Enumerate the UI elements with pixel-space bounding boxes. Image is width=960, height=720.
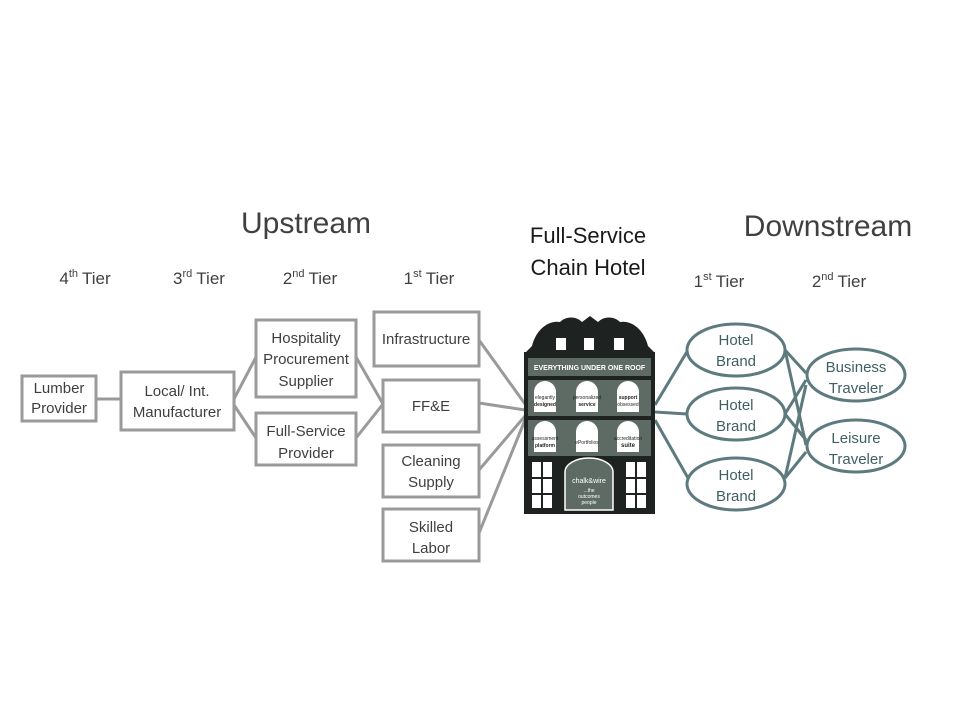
node-label: Hospitality	[271, 330, 341, 347]
node-label: Hotel	[718, 332, 753, 349]
window-text: suite	[621, 443, 636, 449]
banner-panel	[528, 358, 651, 376]
downstream-connectors	[653, 348, 808, 479]
window-text: accreditation	[614, 436, 643, 442]
window-text: ePortfolios	[575, 440, 599, 446]
edge-cleaning-hotel	[477, 415, 527, 471]
node-label: Traveler	[829, 451, 883, 468]
node-label: Brand	[716, 488, 756, 505]
edge-manufacturer-procurement	[232, 356, 258, 400]
door-tagline: outcomes	[578, 494, 600, 500]
upstream-connectors	[96, 339, 527, 534]
node-label: Labor	[412, 540, 450, 557]
node-ffe: FF&E	[381, 378, 481, 434]
window-arch	[576, 381, 598, 412]
node-label: Skilled	[409, 519, 453, 536]
roof-window	[584, 338, 594, 350]
node-label: Procurement	[263, 351, 350, 368]
node-lumber-provider: Lumber Provider	[20, 374, 98, 423]
window-text: personalized	[573, 395, 602, 401]
edge-hotel-brand1	[653, 349, 690, 406]
edge-hotel-brand3	[653, 419, 690, 479]
edge-fullservice-ffe	[354, 403, 385, 439]
edge-hotel-brand2	[654, 410, 688, 416]
edge-brand3-leisure	[783, 451, 808, 479]
door-tagline: ...the	[583, 488, 594, 494]
door-logo-text: chalk&wire	[572, 478, 606, 485]
node-label: Hotel	[718, 397, 753, 414]
node-label: Cleaning	[401, 453, 460, 470]
node-manufacturer: Local/ Int. Manufacturer	[119, 370, 236, 432]
window-text: support	[619, 395, 638, 401]
node-cleaning-supply: Cleaning Supply	[381, 443, 481, 499]
node-skilled-labor: Skilled Labor	[381, 507, 481, 563]
window-arch	[534, 381, 556, 412]
node-label: Supply	[408, 474, 454, 491]
window-arch	[617, 381, 639, 412]
roof-window	[614, 338, 624, 350]
node-label: Manufacturer	[133, 404, 221, 421]
hotel-building-icon: EVERYTHING UNDER ONE ROOF elegantly desi…	[524, 316, 655, 514]
window-arch	[617, 421, 639, 452]
node-label: Lumber	[34, 380, 85, 397]
node-hotel-brand-2: Hotel Brand	[685, 386, 787, 442]
node-label: Leisure	[831, 430, 880, 447]
window-text: obsessed	[617, 402, 639, 408]
node-label: Provider	[31, 400, 87, 417]
node-label: Full-Service	[266, 423, 345, 440]
upstream-header: Upstream	[241, 207, 371, 240]
window-text: platform	[535, 443, 556, 449]
banner-text: EVERYTHING UNDER ONE ROOF	[534, 365, 646, 372]
node-label: Local/ Int.	[144, 383, 209, 400]
edge-brand1-business	[783, 348, 808, 375]
roof-window	[556, 338, 566, 350]
door-tagline: people	[581, 500, 596, 506]
node-label: Traveler	[829, 380, 883, 397]
node-label: Supplier	[278, 373, 333, 390]
window-text: designed	[534, 402, 556, 408]
window-text: assessment	[532, 436, 559, 442]
edge-procurement-ffe	[354, 356, 385, 405]
node-label: Brand	[716, 418, 756, 435]
window-text: elegantly	[535, 395, 556, 401]
downstream-header: Downstream	[744, 210, 912, 243]
edge-manufacturer-fullservice	[232, 404, 258, 439]
node-procurement-supplier: Hospitality Procurement Supplier	[254, 318, 358, 399]
window-arch	[534, 421, 556, 452]
center-title-line-2: Chain Hotel	[531, 255, 646, 280]
window-arch	[576, 421, 598, 452]
edge-ffe-hotel	[478, 401, 526, 412]
edge-brand2-business	[783, 379, 808, 415]
node-label: Infrastructure	[382, 331, 470, 348]
node-business-traveler: Business Traveler	[805, 347, 907, 403]
node-hotel-brand-3: Hotel Brand	[685, 456, 787, 512]
node-infrastructure: Infrastructure	[372, 310, 481, 368]
node-label: Provider	[278, 445, 334, 462]
node-leisure-traveler: Leisure Traveler	[805, 418, 907, 474]
window-text: service	[578, 402, 595, 408]
edge-infrastructure-hotel	[477, 339, 527, 405]
node-label: Business	[826, 359, 887, 376]
center-title-line-1: Full-Service	[530, 223, 646, 248]
edge-brand3-business	[783, 384, 808, 479]
node-label: FF&E	[412, 398, 450, 415]
node-label: Brand	[716, 353, 756, 370]
node-fullservice-provider: Full-Service Provider	[254, 411, 358, 467]
door-arch	[564, 457, 614, 511]
edge-labor-hotel	[477, 419, 527, 534]
node-hotel-brand-1: Hotel Brand	[685, 322, 787, 378]
node-label: Hotel	[718, 467, 753, 484]
